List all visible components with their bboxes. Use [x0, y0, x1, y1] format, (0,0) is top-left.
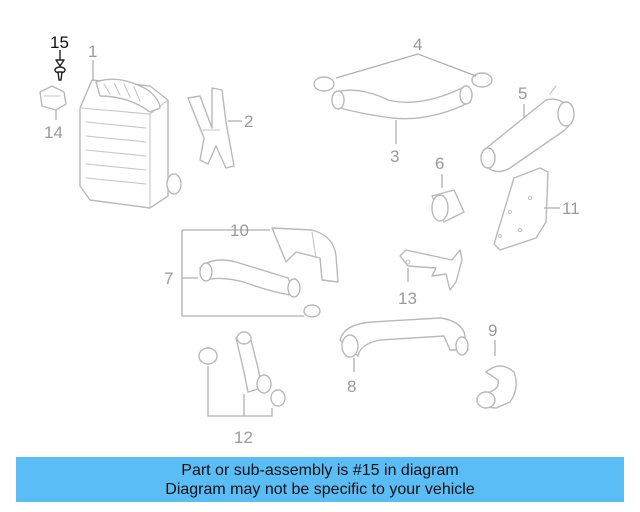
part-11-panel[interactable]	[493, 167, 549, 251]
callout-9: 9	[488, 321, 497, 340]
part-2-bracket[interactable]	[187, 87, 235, 169]
callout-3: 3	[390, 147, 399, 166]
part-12-pipe-assembly[interactable]	[198, 331, 286, 407]
leader-7	[181, 229, 304, 317]
part-3-upper-pipe[interactable]	[331, 85, 473, 120]
part-14-sensor[interactable]	[39, 85, 67, 111]
callout-15: 15	[50, 33, 69, 52]
part-5-duct[interactable]	[480, 85, 575, 173]
callout-10: 10	[230, 221, 249, 240]
arrow-15-icon	[55, 59, 65, 67]
part-7-hose[interactable]	[199, 259, 321, 318]
callout-2: 2	[244, 112, 253, 131]
leader-12	[207, 366, 273, 417]
banner-line-1: Part or sub-assembly is #15 in diagram	[181, 461, 459, 479]
parts-diagram: 1 2 3 4 5 6 7	[39, 33, 580, 447]
callout-6: 6	[435, 154, 444, 173]
callout-13: 13	[398, 289, 417, 308]
part-6-coupler[interactable]	[431, 189, 465, 223]
leader-4	[335, 53, 477, 79]
part-1-intercooler[interactable]	[79, 78, 182, 209]
callout-12: 12	[234, 428, 253, 447]
callout-1: 1	[88, 42, 97, 61]
part-13-bracket[interactable]	[399, 249, 463, 291]
callout-5: 5	[518, 84, 527, 103]
part-9-elbow[interactable]	[476, 365, 517, 409]
callout-4: 4	[413, 35, 422, 54]
callout-7: 7	[164, 269, 173, 288]
callout-14: 14	[44, 123, 63, 142]
part-10-shield[interactable]	[271, 227, 339, 283]
part-15-screw[interactable]	[54, 66, 66, 81]
info-banner: Part or sub-assembly is #15 in diagram D…	[16, 457, 624, 502]
part-8-lower-pipe[interactable]	[339, 317, 469, 358]
part-4-clamps[interactable]	[313, 72, 493, 92]
callout-11: 11	[562, 199, 580, 218]
callout-8: 8	[347, 377, 356, 396]
banner-line-2: Diagram may not be specific to your vehi…	[165, 480, 475, 498]
